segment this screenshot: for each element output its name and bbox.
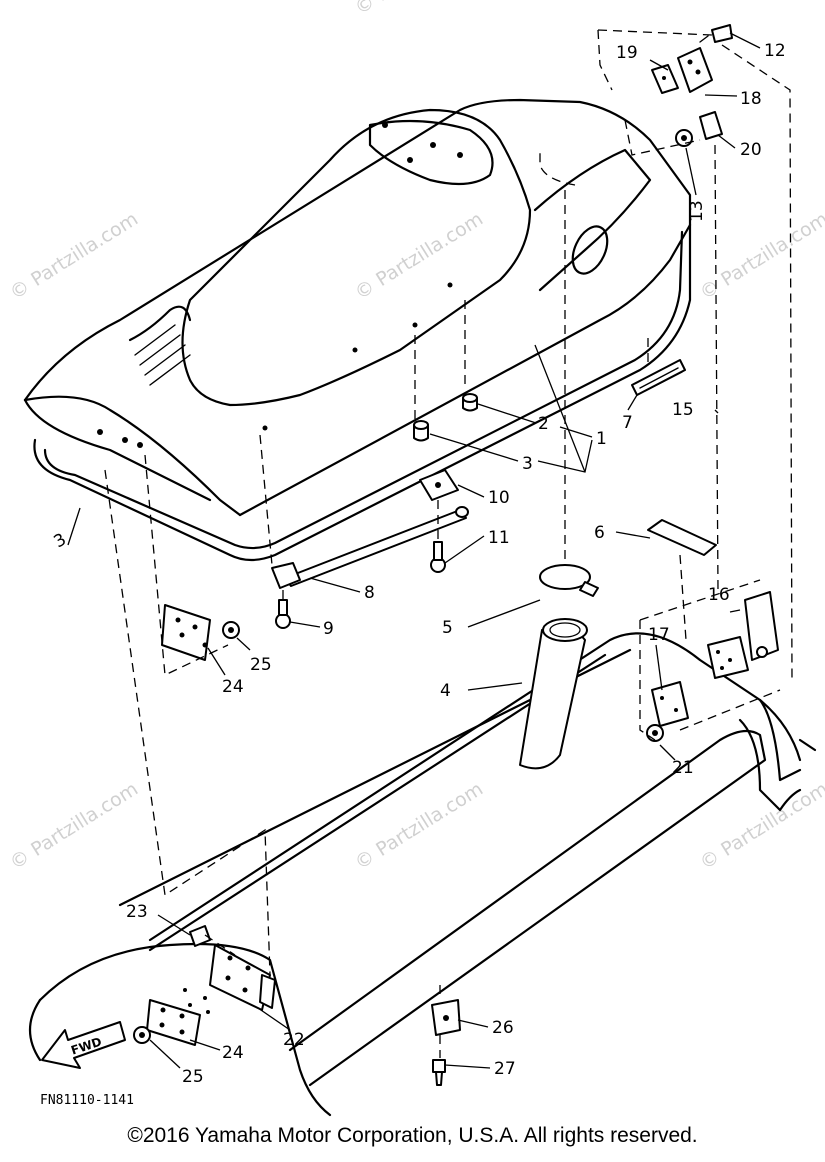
callout-23: 23 bbox=[126, 902, 148, 922]
callout-21: 21 bbox=[672, 758, 694, 778]
hull bbox=[29, 632, 817, 1117]
drawing-code: FN81110-1141 bbox=[40, 1093, 134, 1108]
part-23-bolt bbox=[189, 925, 211, 947]
callout-11: 11 bbox=[488, 528, 510, 548]
watermark: © Partzilla.com bbox=[351, 778, 487, 874]
copyright-notice: ©2016 Yamaha Motor Corporation, U.S.A. A… bbox=[127, 1124, 698, 1147]
part-8-rod bbox=[271, 506, 469, 589]
part-17-plate bbox=[651, 681, 689, 727]
part-27-rivet bbox=[432, 1059, 446, 1086]
part-10-bracket bbox=[419, 469, 459, 501]
callout-6: 6 bbox=[594, 523, 605, 543]
part-18-latch bbox=[677, 47, 713, 93]
part-22-hinge bbox=[209, 944, 276, 1011]
part-20-plate bbox=[699, 111, 723, 140]
callout-13: 13 bbox=[687, 200, 707, 222]
callout-26: 26 bbox=[492, 1018, 514, 1038]
callout-22: 22 bbox=[283, 1030, 305, 1050]
callout-25: 25 bbox=[250, 655, 272, 675]
watermark: © Partzilla.com bbox=[696, 778, 825, 874]
part-24-plate-lower bbox=[146, 999, 201, 1046]
seat bbox=[23, 98, 692, 517]
callout-1: 1 bbox=[596, 429, 607, 449]
part-24-plate bbox=[161, 604, 211, 661]
callout-7: 7 bbox=[622, 413, 633, 433]
part-25-nut-lower bbox=[133, 1026, 151, 1044]
part-2-bumper bbox=[462, 393, 478, 412]
callout-20: 20 bbox=[740, 140, 762, 160]
part-7-pad bbox=[631, 359, 686, 396]
callout-25-lower: 25 bbox=[182, 1067, 204, 1087]
callout-27: 27 bbox=[494, 1059, 516, 1079]
leader-lines bbox=[67, 32, 761, 1069]
watermark: © Partzilla.com bbox=[6, 208, 142, 304]
fwd-arrow-icon: FWD bbox=[41, 1021, 126, 1069]
callout-5: 5 bbox=[442, 618, 453, 638]
watermark: © Partzilla.com bbox=[6, 778, 142, 874]
callout-18: 18 bbox=[740, 89, 762, 109]
part-4-hose bbox=[519, 618, 588, 770]
callout-19: 19 bbox=[616, 43, 638, 63]
part-13-nut bbox=[675, 129, 693, 147]
callout-15: 15 bbox=[672, 400, 694, 420]
part-16-latch bbox=[707, 591, 779, 679]
callout-3: 3 bbox=[522, 454, 533, 474]
part-26-bracket bbox=[431, 999, 461, 1036]
part-11-bolt bbox=[430, 541, 446, 573]
part-6-strip bbox=[647, 519, 717, 556]
callout-3-left: 3 bbox=[51, 530, 70, 553]
callout-9: 9 bbox=[323, 619, 334, 639]
assembly-lines bbox=[104, 29, 793, 1058]
part-21-nut bbox=[646, 724, 664, 742]
callout-10: 10 bbox=[488, 488, 510, 508]
part-19-plate bbox=[651, 64, 679, 94]
callout-16: 16 bbox=[708, 585, 730, 605]
callouts: 1 2 3 4 5 6 7 8 9 10 11 12 13 15 16 17 1… bbox=[51, 41, 786, 1087]
callout-17: 17 bbox=[648, 625, 670, 645]
seat-frame-rail bbox=[33, 223, 692, 562]
part-5-clamp bbox=[539, 564, 599, 597]
watermark: © Partzilla.com bbox=[351, 208, 487, 304]
callout-8: 8 bbox=[364, 583, 375, 603]
callout-24-lower: 24 bbox=[222, 1043, 244, 1063]
part-3-bumper bbox=[413, 420, 429, 442]
callout-24: 24 bbox=[222, 677, 244, 697]
callout-2: 2 bbox=[538, 414, 549, 434]
callout-4: 4 bbox=[440, 681, 451, 701]
part-25-nut bbox=[222, 621, 240, 639]
watermark: © Partzilla.com bbox=[351, 0, 487, 19]
part-12-screw bbox=[699, 24, 733, 43]
part-9-bolt bbox=[275, 599, 291, 629]
callout-12: 12 bbox=[764, 41, 786, 61]
